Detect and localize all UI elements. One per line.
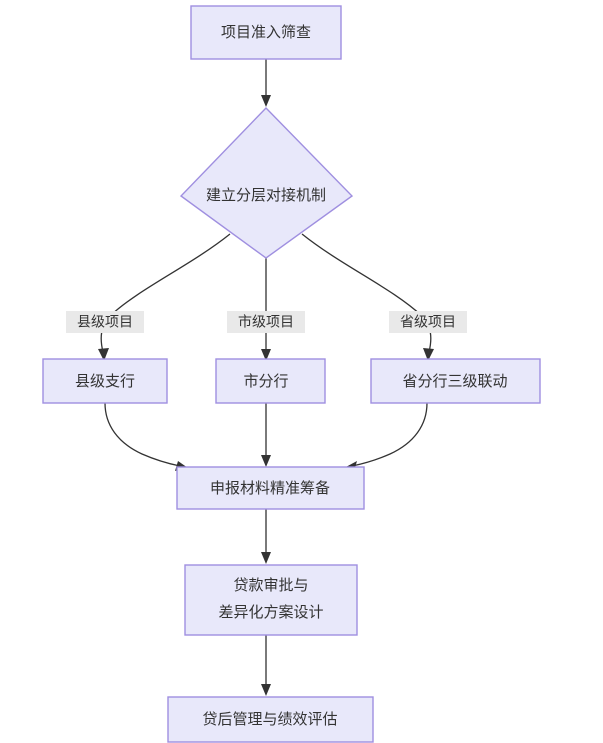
node-screening[interactable]: 项目准入筛查 (190, 5, 342, 60)
edge-line (301, 233, 432, 353)
node-loan-approval-shape[interactable] (184, 564, 358, 636)
edge-tiered-mechanism-to-provincial-branch (301, 233, 434, 361)
node-provincial-branch[interactable]: 省分行三级联动 (370, 358, 541, 404)
arrowhead-icon (98, 348, 109, 361)
node-tiered-mechanism-label: 建立分层对接机制 (206, 187, 326, 204)
arrowhead-icon (261, 455, 271, 467)
edge-label-provincial: 省级项目 (389, 311, 467, 333)
edge-label-county: 县级项目 (66, 311, 144, 333)
edge-city-branch-to-material-preparation (261, 403, 271, 467)
edge-label-text: 省级项目 (400, 314, 456, 330)
edge-line (100, 233, 231, 353)
edge-label-text: 县级项目 (77, 314, 133, 330)
edge-label-background (227, 311, 305, 333)
node-material-preparation-label: 申报材料精准筹备 (210, 480, 330, 497)
node-post-loan-management-label: 贷后管理与绩效评估 (202, 711, 337, 728)
edge-label-text: 市级项目 (238, 314, 294, 330)
edge-loan-approval-to-post-loan-management (261, 635, 271, 696)
node-provincial-branch-label: 省分行三级联动 (402, 373, 507, 390)
arrowhead-icon (261, 552, 271, 564)
node-city-branch-label: 市分行 (243, 373, 288, 390)
node-material-preparation[interactable]: 申报材料精准筹备 (176, 466, 365, 510)
arrowhead-icon (261, 684, 271, 696)
edge-line (104, 402, 181, 467)
edge-material-preparation-to-loan-approval (261, 509, 271, 564)
edge-county-branch-to-material-preparation (104, 402, 188, 471)
arrowhead-icon (423, 348, 434, 361)
node-post-loan-management[interactable]: 贷后管理与绩效评估 (167, 696, 374, 743)
node-screening-label: 项目准入筛查 (221, 24, 311, 41)
edge-screening-to-tiered-mechanism (261, 59, 271, 107)
node-post-loan-management-shape[interactable] (167, 696, 374, 743)
node-county-branch[interactable]: 县级支行 (42, 358, 168, 404)
node-county-branch-shape[interactable] (42, 358, 168, 404)
node-material-preparation-shape[interactable] (176, 466, 365, 510)
node-city-branch[interactable]: 市分行 (215, 358, 326, 404)
node-loan-approval[interactable]: 贷款审批与 差异化方案设计 (184, 564, 358, 636)
node-tiered-mechanism[interactable]: 建立分层对接机制 (179, 106, 354, 259)
edge-provincial-branch-to-material-preparation (344, 402, 428, 471)
edge-label-layer: 县级项目 市级项目 省级项目 (66, 311, 467, 333)
node-layer: 项目准入筛查 建立分层对接机制 县级支行 市分行 省分行三级联动 (42, 5, 541, 743)
node-loan-approval-label-line2: 差异化方案设计 (218, 603, 323, 621)
arrowhead-icon (261, 349, 271, 361)
node-city-branch-shape[interactable] (215, 358, 326, 404)
edge-label-city: 市级项目 (227, 311, 305, 333)
node-screening-shape[interactable] (190, 5, 342, 60)
edge-label-background (389, 311, 467, 333)
arrowhead-icon (261, 95, 271, 107)
edge-tiered-mechanism-to-county-branch (98, 233, 231, 361)
edge-tiered-mechanism-to-city-branch (261, 258, 271, 361)
edge-label-background (66, 311, 144, 333)
node-provincial-branch-shape[interactable] (370, 358, 541, 404)
node-tiered-mechanism-shape[interactable] (179, 106, 354, 259)
edge-line (351, 402, 428, 467)
node-county-branch-label: 县级支行 (75, 373, 135, 390)
node-loan-approval-label-line1: 贷款审批与 (233, 577, 308, 594)
